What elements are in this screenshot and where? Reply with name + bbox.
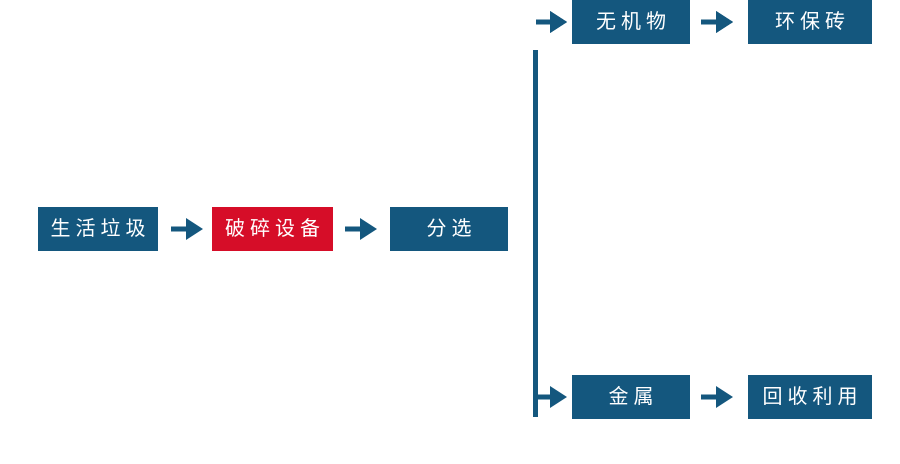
right-arrow-icon bbox=[345, 218, 377, 240]
right-arrow-icon bbox=[171, 218, 203, 240]
right-arrow-icon bbox=[701, 11, 733, 33]
branch-arrow-icon bbox=[536, 11, 567, 33]
node-crushing-equipment: 破碎设备 bbox=[212, 207, 333, 251]
branch-arrow-icon bbox=[536, 386, 567, 408]
branch-trunk-line bbox=[533, 50, 538, 417]
node-sorting: 分选 bbox=[390, 207, 508, 251]
node-branch-category: 无机物 bbox=[572, 0, 690, 44]
node-branch-outcome: 环保砖 bbox=[748, 0, 872, 44]
branch-row-inorganic: 无机物 环保砖 bbox=[0, 0, 900, 44]
branch-row-metal: 金属 回收利用 bbox=[0, 375, 900, 419]
node-branch-outcome: 回收利用 bbox=[748, 375, 872, 419]
node-branch-category: 金属 bbox=[572, 375, 690, 419]
right-arrow-icon bbox=[701, 386, 733, 408]
node-household-waste: 生活垃圾 bbox=[38, 207, 158, 251]
